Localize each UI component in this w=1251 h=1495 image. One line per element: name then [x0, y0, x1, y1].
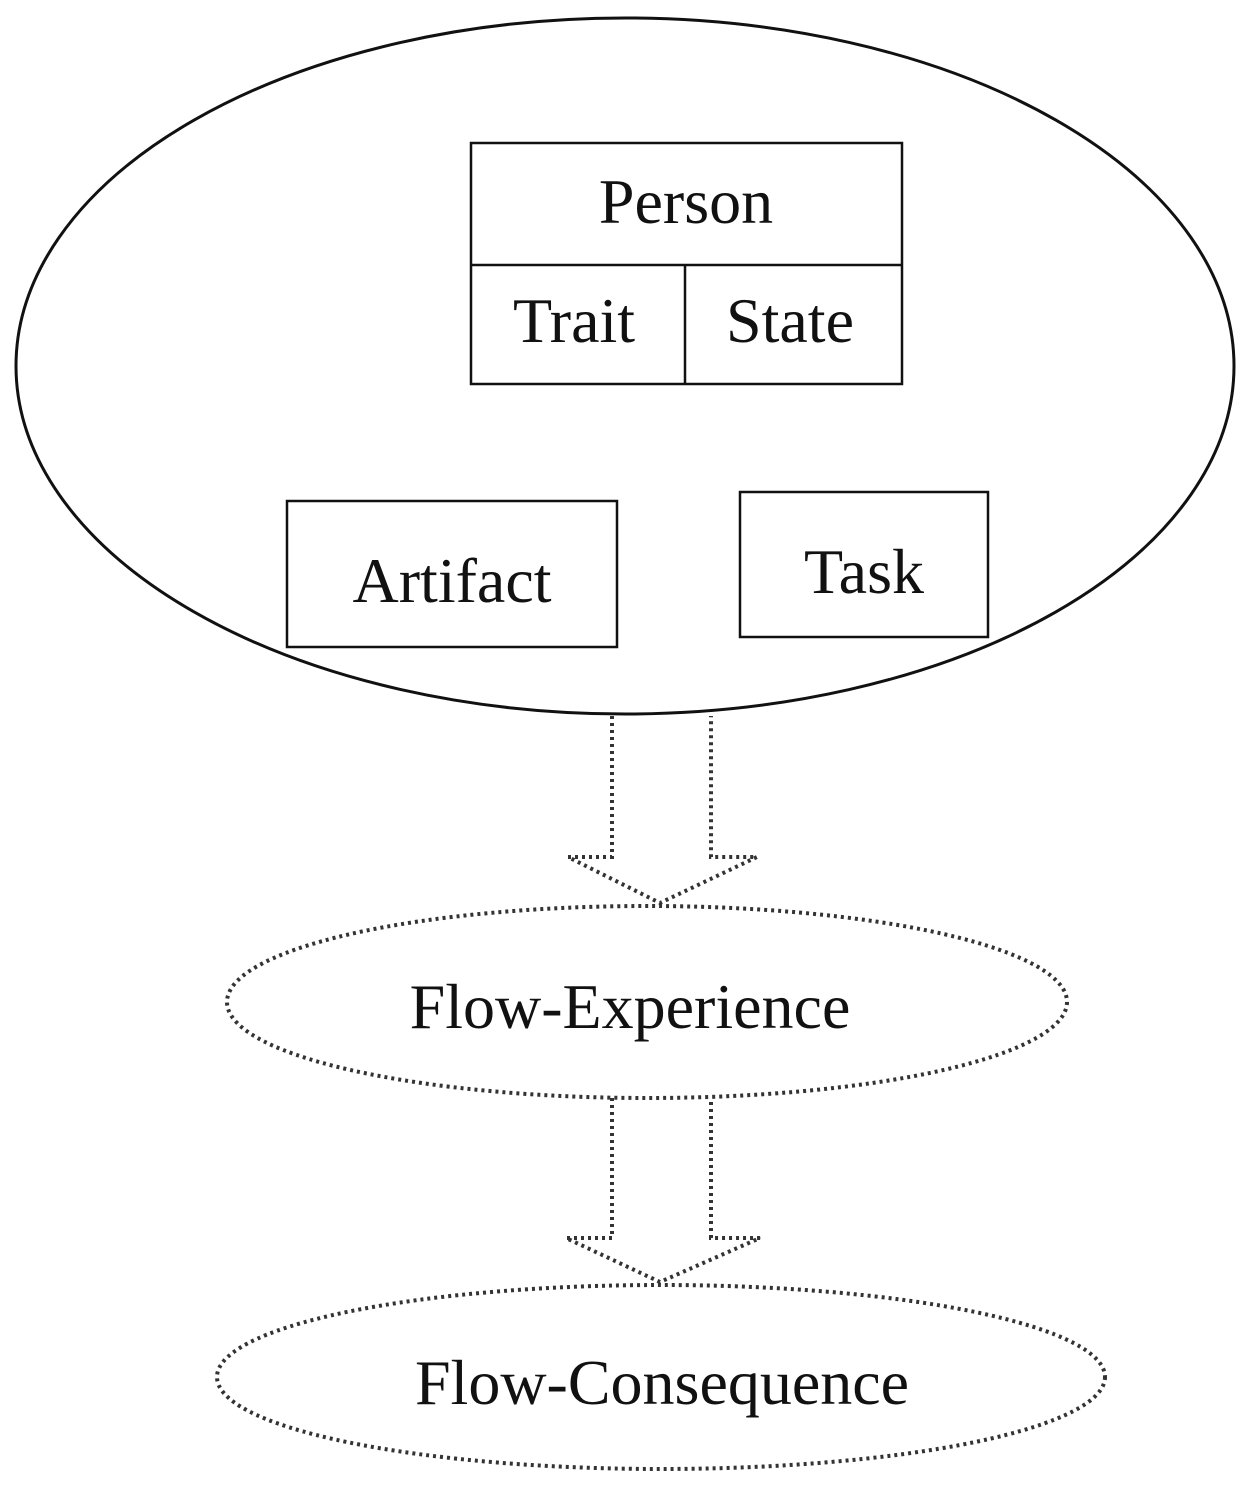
trait-label: Trait: [513, 285, 635, 356]
state-label: State: [726, 285, 854, 356]
flow-consequence-ellipse: [215, 1283, 1107, 1471]
artifact-label: Artifact: [353, 545, 552, 616]
person-box: Person Trait State: [469, 141, 904, 386]
task-label: Task: [804, 536, 924, 607]
flow-experience-label: Flow-Experience: [410, 971, 851, 1042]
flow-experience-ellipse: [225, 904, 1069, 1100]
task-box: Task: [738, 490, 990, 639]
person-label: Person: [599, 166, 773, 237]
flow-consequence-label: Flow-Consequence: [415, 1347, 909, 1418]
antecedents-ellipse: [14, 16, 1236, 716]
artifact-box: Artifact: [285, 499, 619, 649]
arrow-to-flow-experience: [567, 716, 758, 906]
arrow-to-flow-consequence: [565, 1098, 761, 1285]
